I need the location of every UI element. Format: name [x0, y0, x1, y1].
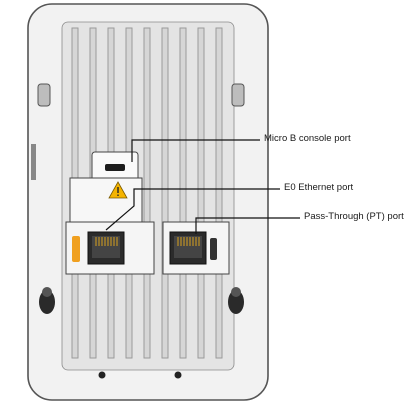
rib: [179, 27, 187, 359]
rib: [197, 27, 205, 359]
warning-icon: [108, 181, 128, 199]
label-e0-ethernet-port: E0 Ethernet port: [284, 182, 354, 193]
micro-b-console-port: [105, 164, 125, 171]
mount-tab-icon: [231, 83, 245, 107]
callout-line-console: [131, 139, 260, 162]
rib: [161, 27, 169, 359]
screw-hole-icon: [39, 287, 55, 314]
callout-line-pt: [195, 217, 300, 234]
bottom-screw-dot: [174, 371, 182, 379]
mount-tab-icon: [37, 83, 51, 107]
e0-ethernet-port: [87, 231, 125, 265]
pt-port-latch: [210, 238, 217, 260]
callout-line-e0: [105, 188, 280, 231]
warning-label-block: [69, 177, 143, 225]
e0-status-led: [72, 236, 80, 262]
label-micro-b-console-port: Micro B console port: [264, 133, 351, 144]
rib: [143, 27, 151, 359]
pt-ethernet-port: [169, 231, 207, 265]
rib: [215, 27, 223, 359]
label-pass-through-port: Pass-Through (PT) port: [304, 211, 404, 222]
bottom-screw-dot: [98, 371, 106, 379]
side-slot: [31, 144, 36, 180]
screw-hole-icon: [228, 287, 244, 314]
